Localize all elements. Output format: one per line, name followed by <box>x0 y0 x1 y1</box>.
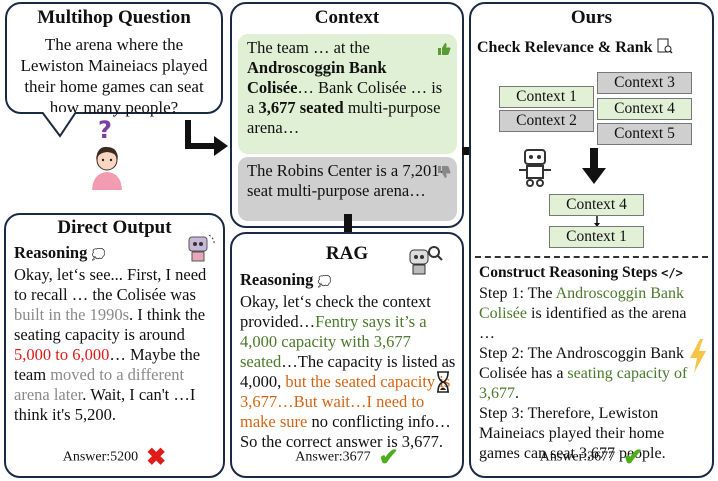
reasoning-label: Reasoning <box>240 270 314 289</box>
context-chip: Context 3 <box>597 72 692 94</box>
context-chip: Context 4 <box>597 98 692 120</box>
context-text: The team … at the <box>247 38 370 57</box>
context-bold: Androscoggin Bank Colisée <box>247 58 387 97</box>
reasoning-highlight: Fentry says it’s a 4,000 capacity with 3… <box>240 312 427 371</box>
thought-bubble-icon: 💭 <box>317 276 332 288</box>
context-chip: Context 2 <box>499 110 594 132</box>
direct-output-panel: Direct Output Reasoning 💭 Okay, let‘s se… <box>4 213 225 478</box>
thumbs-up-icon <box>437 42 451 62</box>
lightning-icon <box>690 339 706 373</box>
question-text: The arena where the Lewiston Maineiacs p… <box>20 35 208 117</box>
question-title: Multihop Question <box>37 7 191 28</box>
reasoning-label: Reasoning <box>14 243 88 262</box>
step-text: Step 2: The Androscoggin Bank Colisée ha… <box>479 345 685 382</box>
direct-reasoning: Reasoning 💭 Okay, let‘s see... First, I … <box>14 243 217 425</box>
ours-title: Ours <box>570 7 613 28</box>
code-icon: </> <box>661 266 683 280</box>
subtitle-text: Check Relevance & Rank <box>477 39 653 56</box>
context-text: … Bank Colisée … is a <box>247 78 443 117</box>
context-title: Context <box>314 7 380 28</box>
step-text: Step 3: Therefore, Lewiston Maineiacs pl… <box>479 405 666 462</box>
question-box: Multihop Question The arena where the Le… <box>5 2 223 117</box>
context-text: multi-purpose arena… <box>247 98 441 137</box>
context-chip: Context 1 <box>499 86 594 108</box>
reasoning-text: … Maybe the team <box>14 345 201 384</box>
hourglass-icon <box>437 371 449 393</box>
reasoning-wrong: 5,000 to 6,000 <box>14 345 110 364</box>
irrelevant-context: The Robins Center is a 7,201-seat multi-… <box>238 157 457 221</box>
robot-icon <box>519 149 551 187</box>
reasoning-text: Okay, let‘s check the context provided… <box>240 292 431 331</box>
arrow-small <box>594 216 600 227</box>
search-robot-icon <box>409 246 443 275</box>
robot-icon <box>188 234 215 262</box>
ours-answer: Answer:3677 ✔ <box>471 443 712 472</box>
svg-text:?: ? <box>98 118 112 144</box>
rag-answer: Answer:3677 ✔ <box>232 443 462 472</box>
reasoning-text: Okay, let‘s see... First, I need to reca… <box>14 265 207 304</box>
direct-answer: Answer:5200 ✖ <box>6 443 223 472</box>
check-icon: ✔ <box>378 445 399 471</box>
direct-output-title: Direct Output <box>57 217 172 238</box>
cross-icon: ✖ <box>146 445 167 471</box>
step-text: . <box>515 385 519 402</box>
reasoning-text: . I think the seating capacity is around <box>14 305 206 344</box>
step-text: is identified as the arena … <box>479 305 687 342</box>
rag-panel: RAG Reasoning 💭 Okay, let‘s check the co… <box>230 232 464 478</box>
thumbs-down-icon <box>437 165 451 185</box>
speech-tail <box>41 112 77 138</box>
reasoning-text: …The capacity is listed as 4,000, <box>240 352 456 391</box>
section-divider <box>475 256 708 258</box>
reasoning-hesitation: but the seated capacity is 3,677…But wai… <box>240 372 451 431</box>
subtitle-text: Construct Reasoning Steps <box>479 264 658 281</box>
reasoning-highlight: built in the 1990s <box>14 305 130 324</box>
document-search-icon <box>657 38 673 54</box>
reasoning-steps: Step 1: The Androscoggin Bank Colisée is… <box>479 284 706 464</box>
question-person-icon: ? <box>92 118 122 190</box>
step-highlight: Androscoggin Bank Colisée <box>479 285 685 322</box>
answer-text: Answer:3677 <box>539 449 616 465</box>
step-text: Step 1: The <box>479 285 556 302</box>
reasoning-text: no conflicting info…So the correct answe… <box>240 412 451 451</box>
rag-title: RAG <box>325 243 369 264</box>
relevant-context: The team … at the Androscoggin Bank Coli… <box>238 34 457 154</box>
thought-bubble-icon: 💭 <box>91 249 106 261</box>
check-relevance-title: Check Relevance & Rank <box>477 38 673 57</box>
context-text: The Robins Center is a 7,201-seat multi-… <box>247 161 445 200</box>
reasoning-text: . Wait, I can't …I think it's 5,200. <box>14 385 196 424</box>
context-bold: 3,677 seated <box>258 98 344 117</box>
ours-panel: Ours Check Relevance & Rank Context 1 Co… <box>469 2 714 478</box>
rag-reasoning: Reasoning 💭 Okay, let‘s check the contex… <box>240 270 456 452</box>
answer-text: Answer:5200 <box>62 449 139 465</box>
arrow-question-to-context <box>185 120 228 156</box>
arrow-rank <box>582 148 606 184</box>
ranked-context: Context 1 <box>549 226 644 248</box>
construct-steps-title: Construct Reasoning Steps </> <box>479 264 683 282</box>
answer-text: Answer:3677 <box>295 449 371 465</box>
ranked-context: Context 4 <box>549 194 644 216</box>
context-chip: Context 5 <box>597 123 692 145</box>
step-highlight: seating capacity of 3,677 <box>479 365 688 402</box>
reasoning-highlight: moved to a different arena later <box>14 365 185 404</box>
check-icon: ✔ <box>623 445 644 471</box>
context-panel: Context The team … at the Androscoggin B… <box>230 2 464 228</box>
